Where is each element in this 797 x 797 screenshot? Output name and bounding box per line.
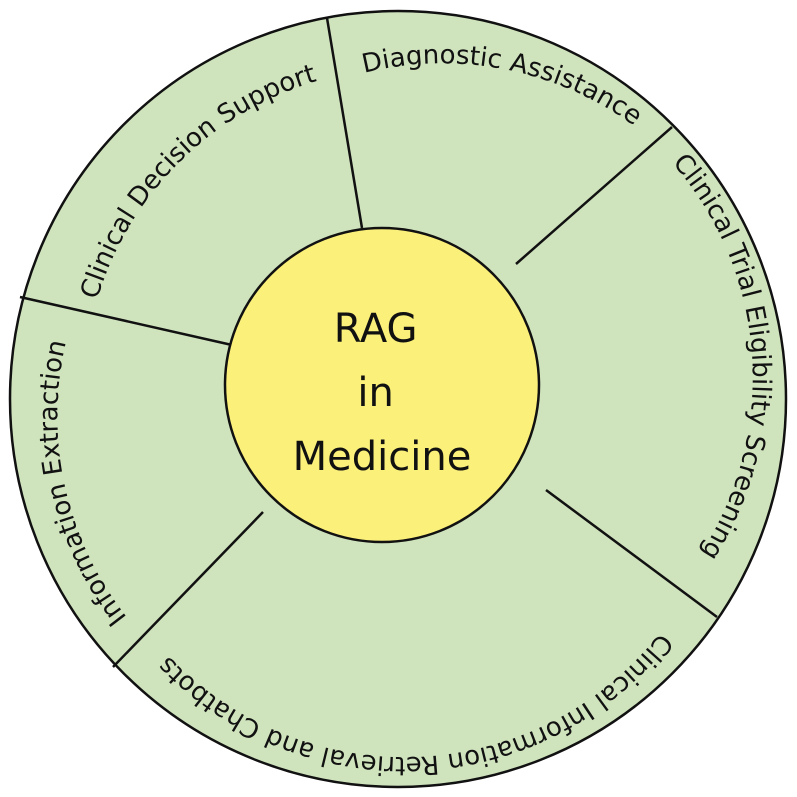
divider-ie-cds: [19, 295, 233, 347]
center-line-1: RAG: [334, 306, 418, 352]
center-title: RAG in Medicine: [293, 306, 472, 480]
segment-dividers: [19, 17, 718, 668]
divider-da-ctes: [515, 126, 673, 265]
divider-cds-da: [325, 17, 364, 229]
center-line-3: Medicine: [293, 434, 472, 480]
center-circle: [223, 226, 541, 544]
center-line-2: in: [357, 370, 393, 416]
divider-ctes-circ: [545, 488, 718, 619]
divider-circ-ie: [112, 511, 264, 668]
